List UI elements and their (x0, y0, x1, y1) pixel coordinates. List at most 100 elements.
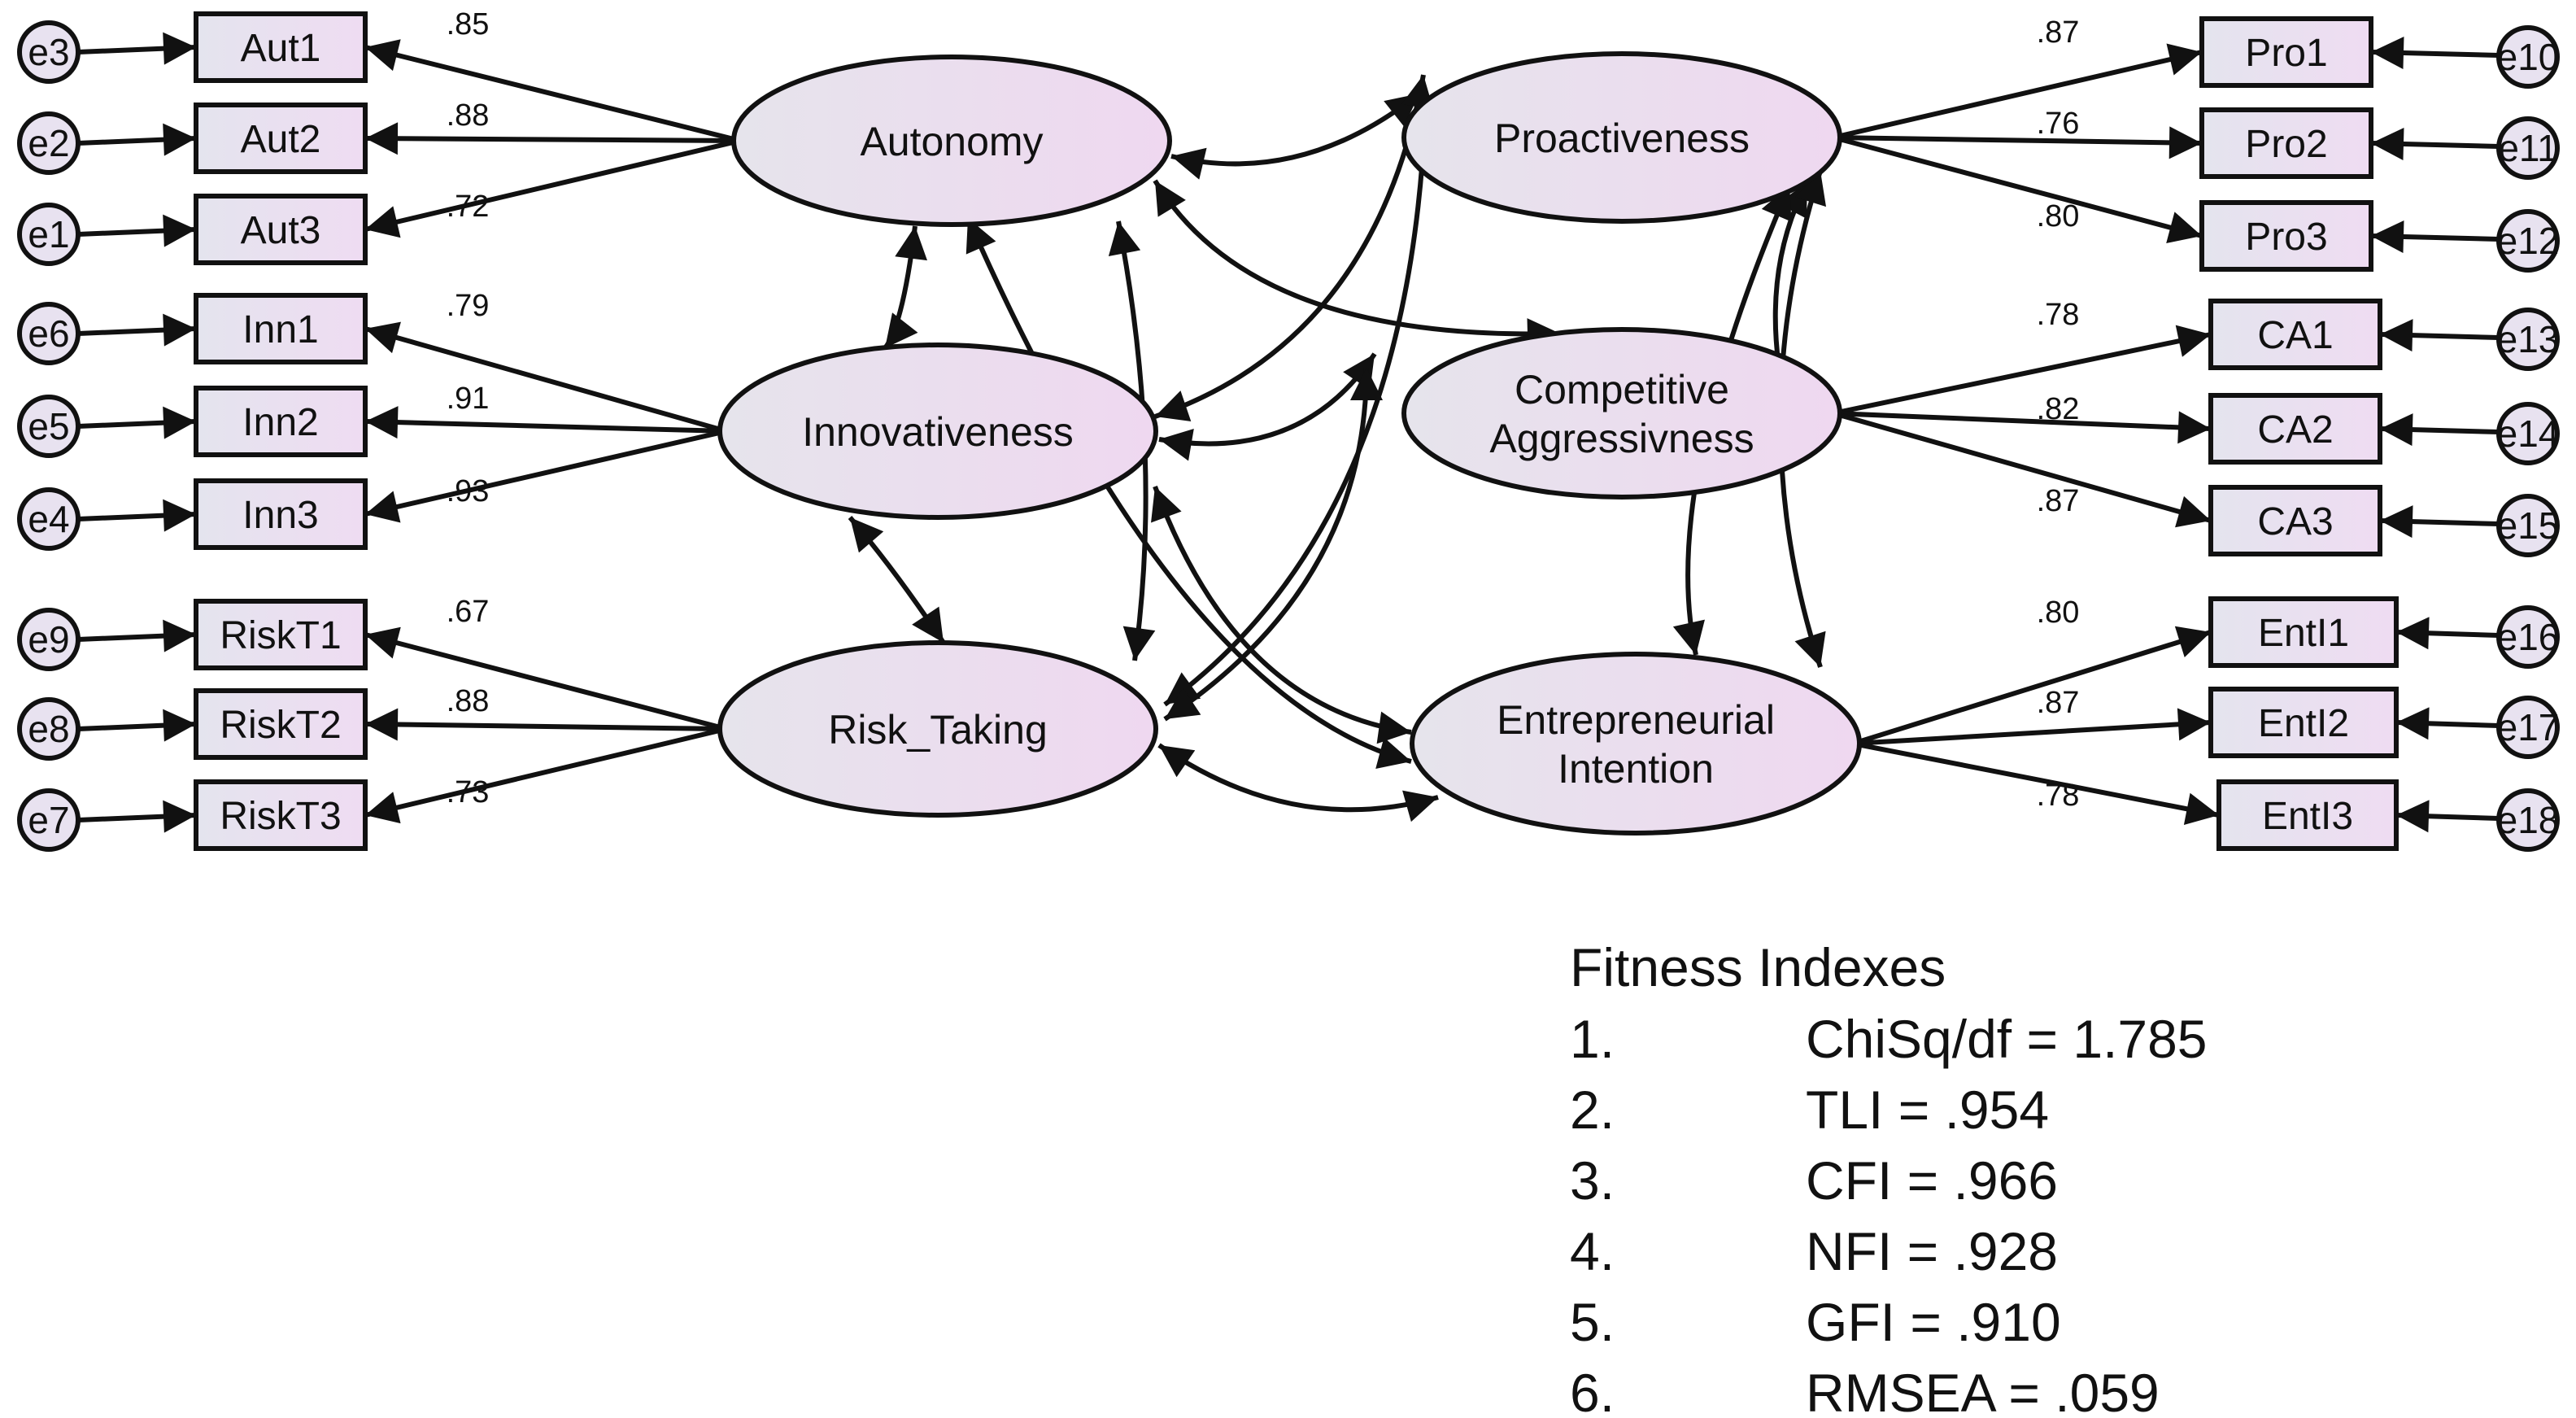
loading-path-pro3 (1833, 135, 2203, 244)
indicator-label: Inn3 (242, 494, 318, 537)
loading-label: .72 (447, 190, 490, 224)
error-path-e6 (77, 313, 197, 347)
fitness-item-text: TLI = .954 (1806, 1080, 2049, 1140)
loading-path-riskt3 (364, 726, 727, 824)
error-label: e9 (28, 618, 69, 661)
loading-path-inn2 (364, 406, 727, 439)
indicator-label: RiskT3 (220, 795, 341, 838)
loading-path-pro2 (1833, 126, 2203, 159)
error-term-e10 (2496, 25, 2560, 89)
fitness-item-number: 4. (1570, 1221, 1615, 1281)
error-term-e4 (17, 487, 81, 551)
fitness-item-number: 1. (1570, 1009, 1615, 1069)
covariance-risk-ei (1157, 743, 1439, 822)
indicator-label: CA2 (2257, 408, 2333, 452)
error-term-e6 (17, 302, 81, 365)
fitness-item-number: 3. (1570, 1150, 1615, 1211)
fitness-item-number: 6. (1570, 1363, 1615, 1418)
error-path-e15 (2379, 505, 2500, 539)
latent-pro (1401, 51, 1842, 224)
indicator-label: Inn1 (242, 308, 318, 351)
indicator-box-ca1 (2208, 299, 2382, 370)
error-path-e7 (77, 800, 197, 833)
loading-label: .67 (447, 595, 490, 629)
loading-label: .79 (447, 289, 490, 323)
covariance-aut-pro (1170, 91, 1421, 180)
error-label: e10 (2497, 36, 2560, 78)
error-label: e12 (2497, 220, 2560, 262)
loading-path-aut2 (364, 122, 741, 155)
indicator-label: EntI1 (2258, 612, 2349, 655)
fitness-indexes: Fitness Indexes 1.ChiSq/df = 1.7852.TLI … (1570, 937, 2208, 1418)
indicator-box-enti2 (2208, 687, 2399, 758)
indicator-label: Pro2 (2245, 123, 2327, 166)
error-path-e18 (2395, 800, 2500, 833)
indicator-label: Aut3 (241, 209, 321, 252)
indicator-box-ca3 (2208, 485, 2382, 556)
loading-path-aut1 (364, 39, 741, 143)
indicator-label: EntI2 (2258, 702, 2349, 745)
error-path-e2 (77, 123, 197, 156)
error-label: e5 (28, 405, 69, 447)
error-path-e3 (77, 32, 197, 65)
latent-label-risk: Risk_Taking (828, 707, 1048, 753)
error-label: e6 (28, 312, 69, 355)
loading-path-riskt2 (364, 708, 727, 741)
error-label: e7 (28, 799, 69, 841)
indicator-box-aut3 (194, 194, 368, 265)
error-term-e7 (17, 788, 81, 852)
indicator-box-ca2 (2208, 393, 2382, 465)
indicator-label: Pro3 (2245, 216, 2327, 259)
latent-risk (717, 640, 1158, 818)
error-path-e10 (2370, 37, 2500, 70)
indicator-box-pro2 (2199, 107, 2373, 179)
error-label: e13 (2497, 318, 2560, 360)
loading-path-inn3 (364, 429, 727, 523)
fitness-item-text: RMSEA = .059 (1806, 1363, 2160, 1418)
indicator-box-aut1 (194, 11, 368, 83)
covariance-risk-ca (1163, 367, 1383, 722)
indicator-box-enti1 (2208, 596, 2399, 668)
error-label: e11 (2498, 127, 2557, 169)
error-path-e13 (2379, 319, 2500, 352)
error-label: e14 (2497, 412, 2560, 455)
loading-path-aut3 (364, 138, 741, 238)
error-term-e9 (17, 608, 81, 671)
indicator-label: EntI3 (2262, 795, 2353, 838)
indicator-box-riskt3 (194, 779, 368, 851)
error-path-e12 (2370, 220, 2500, 254)
indicator-box-enti3 (2216, 779, 2399, 851)
loading-path-enti1 (1852, 626, 2212, 746)
loading-label: .87 (2037, 484, 2080, 518)
error-term-e3 (17, 20, 81, 84)
latent-ca (1401, 327, 1842, 500)
indicator-box-riskt1 (194, 599, 368, 670)
error-path-e5 (77, 406, 197, 439)
error-term-e8 (17, 697, 81, 761)
loading-path-inn1 (364, 321, 727, 434)
error-term-e14 (2496, 402, 2560, 465)
indicator-label: RiskT1 (220, 614, 341, 657)
loading-path-ca1 (1833, 325, 2212, 416)
indicator-box-pro3 (2199, 200, 2373, 272)
latent-label-ca: Aggressivness (1489, 416, 1754, 461)
fitness-item-number: 5. (1570, 1292, 1615, 1352)
error-path-e1 (77, 214, 197, 247)
loading-label: .80 (2037, 596, 2080, 630)
latent-label-ca: Competitive (1515, 367, 1729, 412)
latent-aut (731, 55, 1172, 227)
latent-inn (717, 343, 1158, 520)
fitness-item-text: GFI = .910 (1806, 1292, 2061, 1352)
covariance-aut-inn (883, 225, 927, 350)
loading-path-ca3 (1833, 411, 2212, 528)
indicator-box-inn2 (194, 386, 368, 457)
error-label: e18 (2497, 799, 2560, 841)
latent-label-ei: Entrepreneurial (1497, 697, 1775, 743)
error-label: e16 (2497, 616, 2560, 658)
fitness-item-text: CFI = .966 (1806, 1150, 2058, 1211)
error-label: e4 (28, 498, 69, 540)
error-term-e12 (2496, 209, 2560, 273)
indicator-label: Inn2 (242, 401, 318, 444)
error-term-e18 (2496, 788, 2560, 852)
